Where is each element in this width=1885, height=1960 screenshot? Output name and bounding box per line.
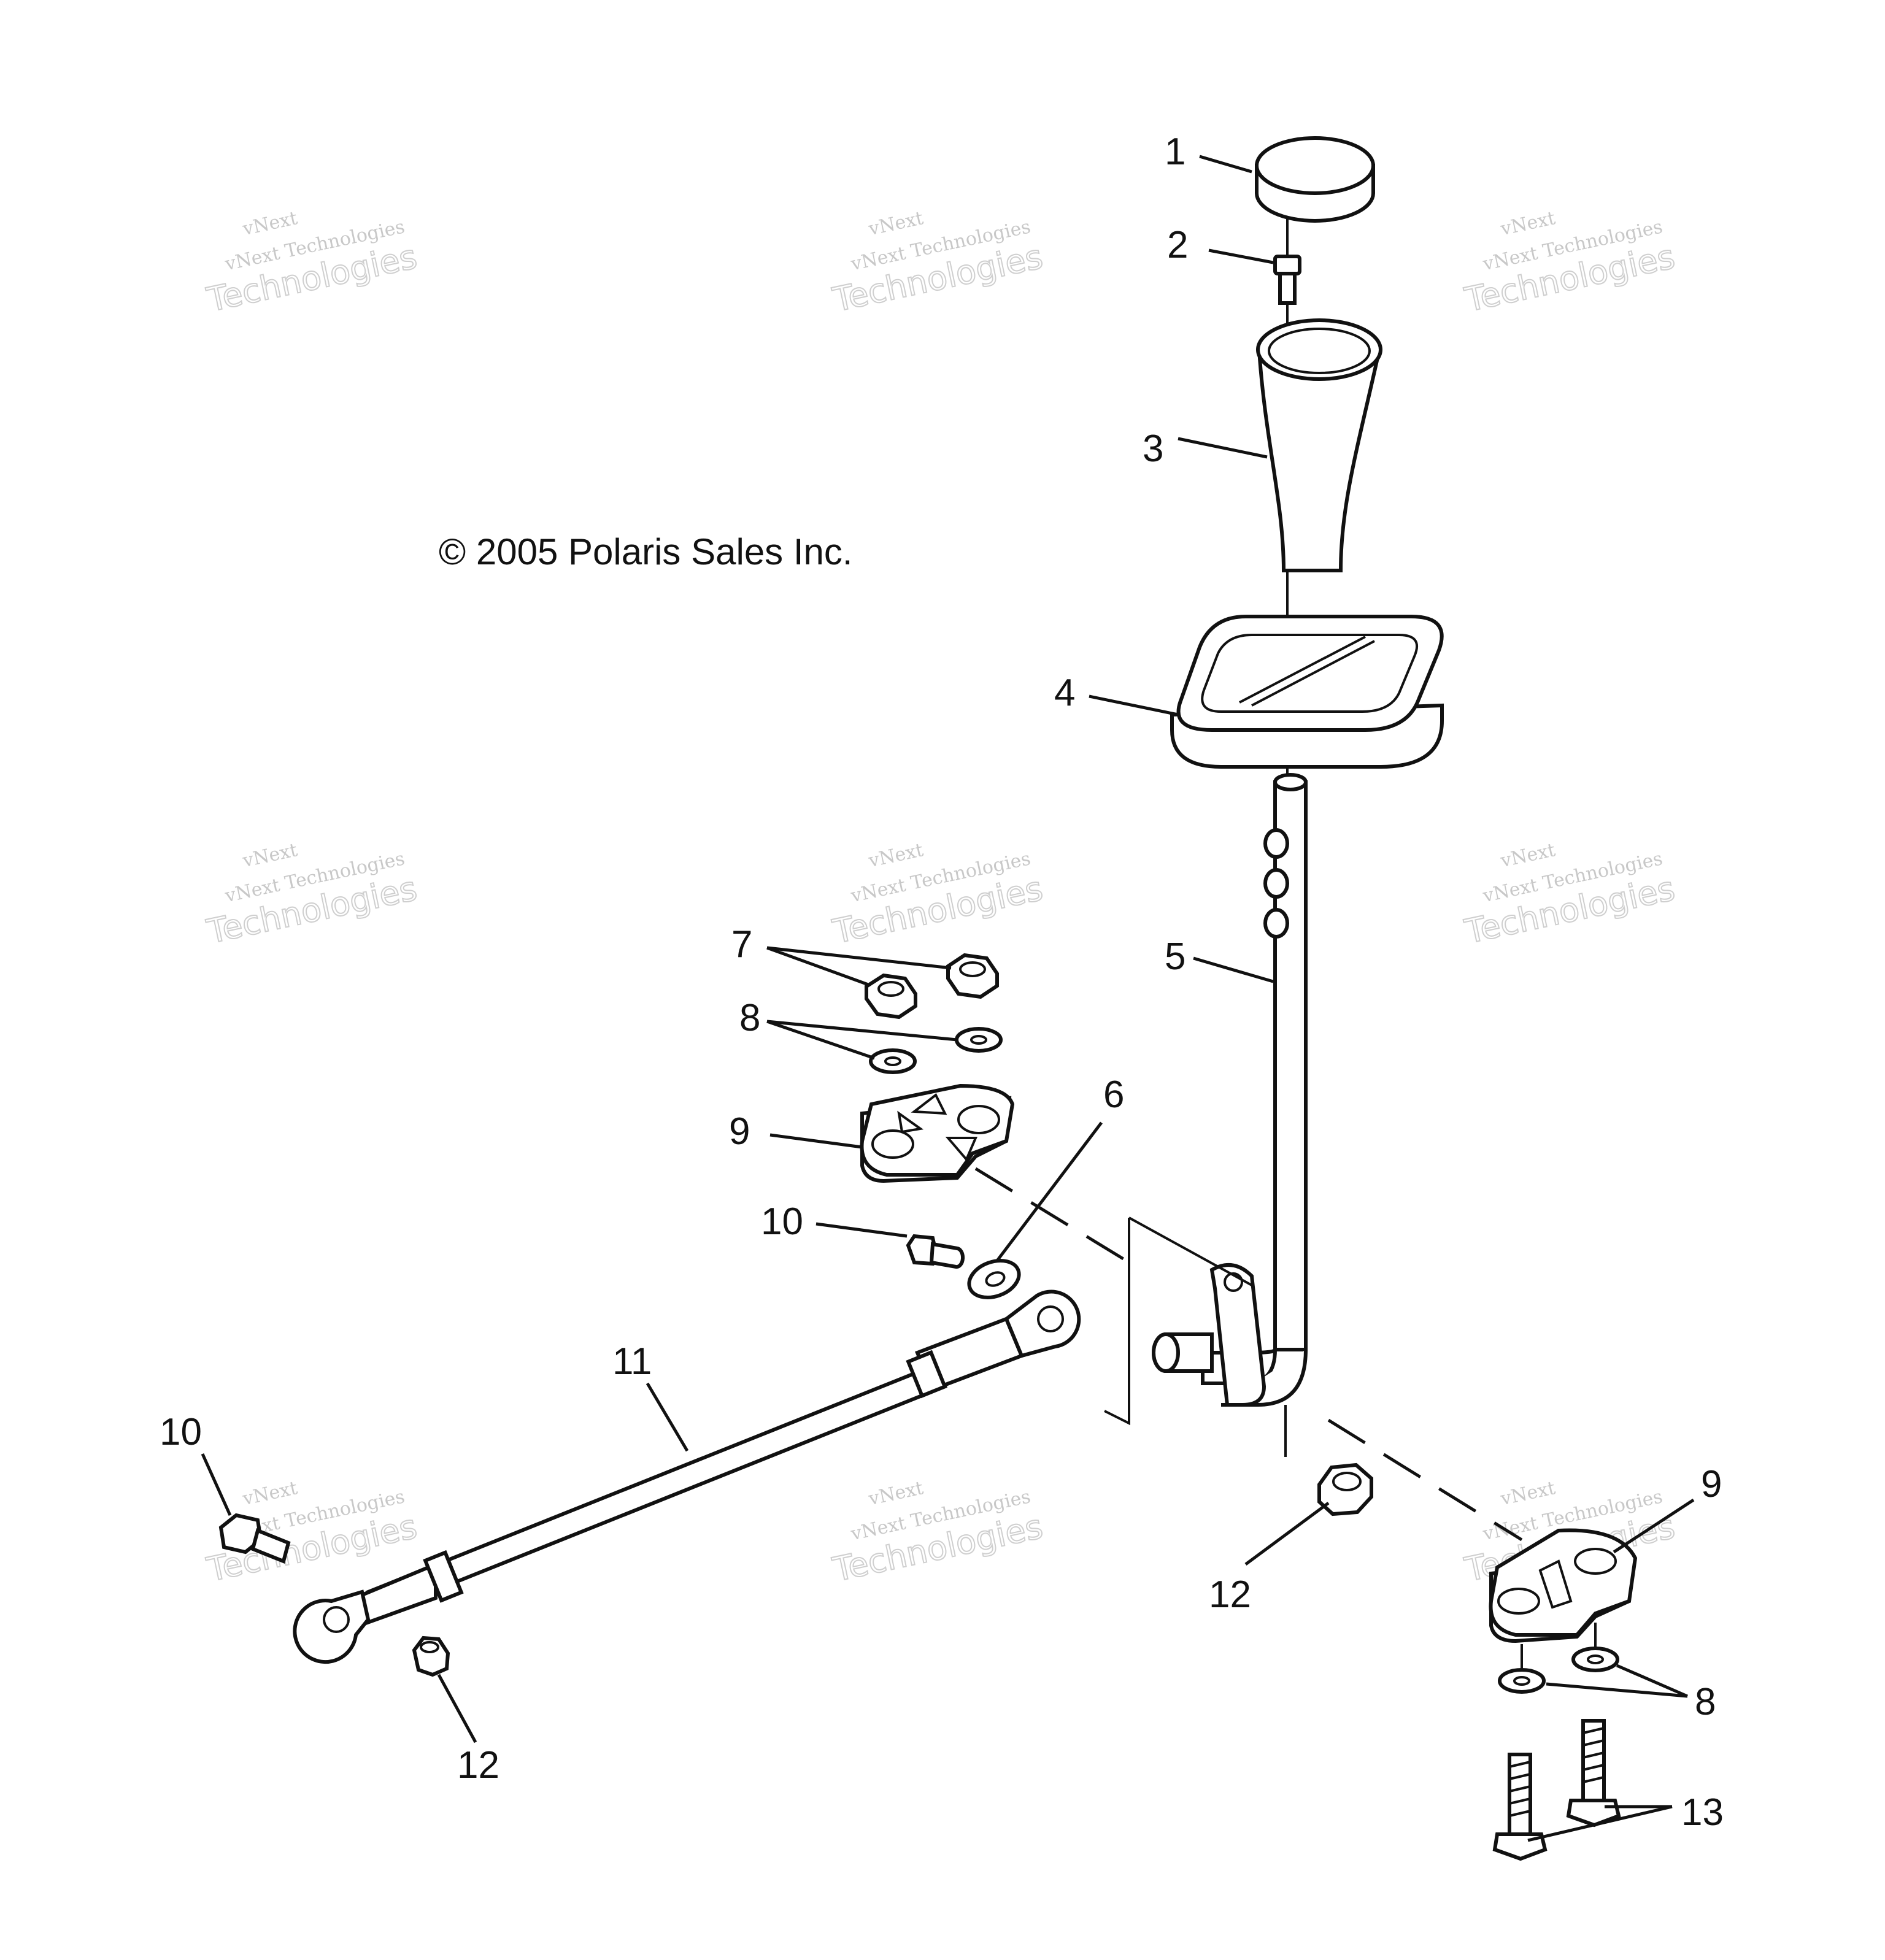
copyright-text: © 2005 Polaris Sales Inc. xyxy=(439,531,853,572)
callout-5: 5 xyxy=(1165,936,1185,978)
callout-12-lower-left: 12 xyxy=(457,1744,499,1786)
callout-labels: 1 2 3 4 5 6 7 8 9 10 11 10 12 9 12 8 13 xyxy=(160,131,1724,1834)
callout-9-upper: 9 xyxy=(729,1110,750,1153)
leader-line-1 xyxy=(1199,155,1252,174)
leader-line-13a xyxy=(1527,1805,1673,1842)
watermark-mid-left: vNext vNext Technologies Technologies xyxy=(202,839,420,951)
leader-line-6 xyxy=(996,1121,1103,1262)
flat-washer-part-lower-left xyxy=(1498,1668,1546,1694)
carriage-bolt-part-upper xyxy=(906,1234,965,1269)
hex-bolt-part-lower xyxy=(218,1513,291,1564)
leader-line-7b xyxy=(766,946,952,970)
flat-washer-part-upper-left xyxy=(869,1048,917,1074)
leader-line-11 xyxy=(646,1382,689,1452)
shift-bezel-part xyxy=(1170,615,1444,769)
leader-line-8c xyxy=(1546,1682,1688,1698)
callout-10-upper: 10 xyxy=(761,1201,803,1243)
leader-line-7a xyxy=(766,946,869,986)
screw-part-left xyxy=(1492,1753,1548,1861)
knob-cap-part xyxy=(1255,136,1375,223)
shift-lever-part xyxy=(1152,773,1308,1407)
callout-10-lower: 10 xyxy=(160,1411,202,1453)
hex-nut-part-right xyxy=(946,953,999,999)
callout-9-lower: 9 xyxy=(1701,1463,1722,1505)
watermark-line1: vNext xyxy=(1498,207,1557,240)
lock-nut-part-lower-left xyxy=(412,1635,450,1677)
leader-line-12a xyxy=(437,1674,477,1743)
shift-handle-part xyxy=(1256,318,1382,572)
pivot-block-part-lower xyxy=(1489,1528,1638,1643)
screw-part-right xyxy=(1566,1719,1621,1827)
leader-line-9a xyxy=(769,1133,863,1149)
assembly-dash-upper xyxy=(974,1167,1143,1272)
flat-washer-part-upper-right xyxy=(955,1027,1003,1053)
leader-line-9b xyxy=(1613,1498,1695,1554)
callout-8-lower: 8 xyxy=(1695,1681,1716,1723)
watermark-line1: vNext xyxy=(866,207,925,240)
callout-11: 11 xyxy=(612,1340,652,1383)
callout-13: 13 xyxy=(1681,1791,1724,1834)
pivot-bracket-outline xyxy=(1104,1216,1252,1426)
leader-line-8b xyxy=(766,1020,958,1042)
washer-part xyxy=(967,1259,1021,1299)
leader-line-4 xyxy=(1089,694,1179,717)
callout-12-center: 12 xyxy=(1209,1574,1251,1616)
watermark-line1: vNext xyxy=(241,1477,299,1510)
watermark-line1: vNext xyxy=(1498,839,1557,872)
leader-line-8d xyxy=(1616,1664,1688,1698)
watermark-bottom-center: vNext vNext Technologies Technologies xyxy=(828,1477,1046,1589)
watermark-top-center: vNext vNext Technologies Technologies xyxy=(828,207,1046,320)
watermark-line1: vNext xyxy=(241,207,299,240)
watermark-line1: vNext xyxy=(241,839,299,872)
watermark-line1: vNext xyxy=(866,1477,925,1510)
watermark-top-left: vNext vNext Technologies Technologies xyxy=(202,207,420,320)
leader-line-10b xyxy=(201,1453,232,1516)
leader-line-3 xyxy=(1178,437,1268,459)
hex-nut-part-left xyxy=(865,973,917,1020)
leader-lines xyxy=(201,155,1695,1842)
watermark-line1: vNext xyxy=(866,839,925,872)
callout-8-upper: 8 xyxy=(739,997,760,1039)
pivot-block-part-upper xyxy=(860,1083,1015,1183)
callout-4: 4 xyxy=(1054,672,1075,714)
flat-washer-part-lower-right xyxy=(1571,1647,1619,1672)
callout-7: 7 xyxy=(731,923,752,966)
leader-line-10a xyxy=(815,1222,908,1238)
callout-3: 3 xyxy=(1143,428,1163,470)
leader-line-8a xyxy=(766,1020,875,1060)
watermark-line1: vNext xyxy=(1498,1477,1557,1510)
watermark-mid-center: vNext vNext Technologies Technologies xyxy=(828,839,1046,951)
assembly-dash-lower xyxy=(1327,1418,1523,1542)
callout-1: 1 xyxy=(1165,131,1185,173)
leader-line-5 xyxy=(1193,956,1274,983)
callout-6: 6 xyxy=(1103,1074,1124,1116)
leader-line-12b xyxy=(1244,1501,1330,1566)
tie-rod-part xyxy=(293,1289,1081,1664)
leader-line-2 xyxy=(1208,248,1274,264)
watermark-mid-right: vNext vNext Technologies Technologies xyxy=(1460,839,1678,951)
set-screw-part xyxy=(1273,255,1301,305)
callout-2: 2 xyxy=(1167,224,1188,266)
watermark-top-right: vNext vNext Technologies Technologies xyxy=(1460,207,1678,320)
